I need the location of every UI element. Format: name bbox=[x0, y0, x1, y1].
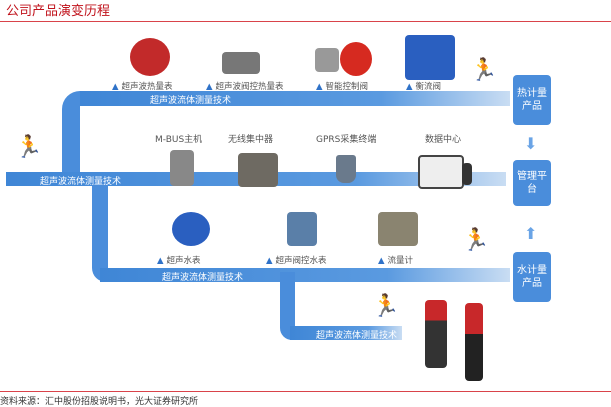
page-title: 公司产品演变历程 bbox=[6, 4, 111, 19]
data-center-monitor-image bbox=[418, 155, 464, 189]
water-metering-box: 水计量产品 bbox=[513, 252, 551, 302]
product-label: ▲超声波热量表 bbox=[112, 82, 173, 92]
top-divider bbox=[0, 21, 611, 22]
fire-hydrant-image bbox=[425, 300, 447, 368]
product-label: ▲智能控制阀 bbox=[316, 82, 369, 92]
phone-image bbox=[462, 163, 472, 185]
arrow-up-icon: ⬆ bbox=[524, 224, 538, 243]
band-label: 超声波流体测量技术 bbox=[316, 331, 398, 341]
gprs-terminal-image bbox=[336, 155, 356, 183]
product-label: ▲衡流阀 bbox=[406, 82, 442, 92]
band-label: 超声波流体测量技术 bbox=[150, 96, 232, 106]
runner-icon: 🏃 bbox=[462, 228, 490, 253]
balance-valve-image bbox=[405, 35, 455, 80]
ultrasonic-water-meter-image bbox=[172, 212, 210, 246]
smart-valve-image bbox=[340, 42, 372, 76]
component-label: M-BUS主机 bbox=[155, 135, 203, 145]
product-label: ▲超声波阀控热量表 bbox=[206, 82, 284, 92]
bottom-divider bbox=[0, 391, 611, 392]
band-connector-branch bbox=[280, 272, 295, 340]
product-label: ▲超声阀控水表 bbox=[266, 256, 327, 266]
valve-heat-meter-image bbox=[222, 52, 260, 74]
band-connector-bottom bbox=[92, 180, 108, 282]
runner-icon: 🏃 bbox=[470, 58, 498, 83]
band-water bbox=[100, 268, 510, 282]
component-label: 数据中心 bbox=[425, 135, 462, 145]
heat-metering-box: 热计量产品 bbox=[513, 75, 551, 125]
band-connector-top bbox=[62, 91, 80, 186]
fire-hydrant-image bbox=[465, 303, 483, 381]
runner-icon: 🏃 bbox=[15, 135, 43, 160]
component-label: GPRS采集终端 bbox=[316, 135, 377, 145]
smart-valve-image bbox=[315, 48, 339, 72]
source-note: 资料来源：汇中股份招股说明书，光大证券研究所 bbox=[0, 397, 199, 407]
mbus-host-image bbox=[170, 150, 194, 186]
valve-water-meter-image bbox=[287, 212, 317, 246]
wireless-concentrator-image bbox=[238, 153, 278, 187]
component-label: 无线集中器 bbox=[228, 135, 274, 145]
product-label: ▲流量计 bbox=[378, 256, 414, 266]
product-label: ▲超声水表 bbox=[157, 256, 201, 266]
management-platform-box: 管理平台 bbox=[513, 160, 551, 206]
band-label: 超声波流体测量技术 bbox=[162, 273, 244, 283]
arrow-down-icon: ⬇ bbox=[524, 134, 538, 153]
band-heat bbox=[80, 91, 510, 106]
flow-meter-image bbox=[378, 212, 418, 246]
band-label: 超声波流体测量技术 bbox=[40, 177, 122, 187]
runner-icon: 🏃 bbox=[372, 294, 400, 319]
ultrasonic-heat-meter-image bbox=[130, 38, 170, 76]
band-fire bbox=[290, 326, 402, 340]
